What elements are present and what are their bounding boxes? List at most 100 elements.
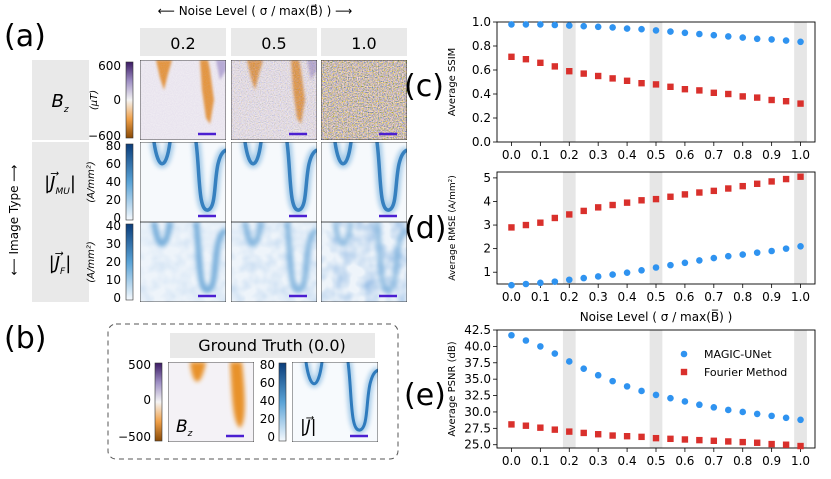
data-point-magic-unet <box>724 252 732 260</box>
data-point-fourier-method <box>782 98 790 105</box>
data-point-magic-unet <box>522 337 530 344</box>
y-tick-label: 1.0 <box>472 15 491 29</box>
colorbar-tick: 0 <box>113 291 121 305</box>
data-point-magic-unet <box>681 398 689 405</box>
data-point-fourier-method <box>508 224 515 231</box>
colorbar-unit: (A/mm²) <box>86 161 97 203</box>
current-path-core <box>243 142 317 212</box>
data-point-magic-unet <box>594 371 602 379</box>
data-point-magic-unet <box>667 394 674 402</box>
data-point-fourier-method <box>768 178 775 185</box>
colorbar-tick: 20 <box>106 255 121 269</box>
image-type-row-headers: Bz|J⃗MU||J⃗F| <box>32 60 89 302</box>
ground-truth-title-box <box>170 333 375 358</box>
data-point-fourier-method <box>623 199 631 206</box>
x-tick-label: 0.1 <box>531 290 550 304</box>
y-axis-label: Average SSIM <box>447 48 458 117</box>
x-tick-label: 0.7 <box>704 454 723 468</box>
image-tile <box>321 222 407 302</box>
gt-j-colorbar-tick: 80 <box>260 358 275 372</box>
data-point-fourier-method <box>594 431 602 438</box>
colorbar-tick: 10 <box>106 273 121 287</box>
data-point-fourier-method <box>551 426 559 433</box>
data-point-magic-unet <box>638 267 645 274</box>
noise-column-header-box <box>321 28 407 56</box>
colorbar-tick: 80 <box>106 139 121 153</box>
x-tick-label: 0.6 <box>675 454 694 468</box>
image-tile <box>231 222 317 302</box>
data-point-magic-unet <box>580 365 588 372</box>
noise-column-label-1.0: 1.0 <box>351 34 376 53</box>
row-header-label: |J⃗F| <box>49 252 72 277</box>
data-point-fourier-method <box>537 59 544 66</box>
colorbar-tick: 0 <box>113 93 121 107</box>
y-tick-label: 0.2 <box>472 111 491 125</box>
data-point-fourier-method <box>797 100 804 107</box>
x-tick-label: 0.2 <box>560 290 579 304</box>
legend-label: MAGIC-UNet <box>704 348 772 361</box>
x-tick-label: 0.3 <box>589 290 608 304</box>
data-point-fourier-method <box>696 87 703 94</box>
x-tick-label: 0.8 <box>733 290 752 304</box>
data-point-fourier-method <box>580 429 587 437</box>
data-point-fourier-method <box>522 56 530 63</box>
noise-column-headers: 0.2 0.5 1.0 <box>140 28 407 56</box>
x-tick-label: 0.4 <box>618 454 637 468</box>
row-header-label: Bz <box>51 91 68 115</box>
y-tick-label: 32.5 <box>464 389 491 403</box>
data-point-fourier-method <box>753 180 761 187</box>
data-point-fourier-method <box>508 53 515 60</box>
gt-j-label: |J⃗| <box>300 415 316 437</box>
noise-column-label-0.5: 0.5 <box>261 34 286 53</box>
data-point-magic-unet <box>768 412 775 420</box>
x-tick-label: 0.1 <box>531 454 550 468</box>
data-point-magic-unet <box>565 276 573 284</box>
data-point-magic-unet <box>753 35 761 43</box>
data-point-fourier-method <box>739 438 746 446</box>
data-point-magic-unet <box>797 242 804 250</box>
gt-bz-colorbar <box>154 362 163 442</box>
x-tick-label: 0.3 <box>589 148 608 162</box>
data-point-fourier-method <box>681 191 689 198</box>
data-point-magic-unet <box>667 261 674 269</box>
data-point-magic-unet <box>565 358 573 365</box>
y-tick-label: 4 <box>483 194 491 208</box>
data-point-fourier-method <box>594 72 602 80</box>
x-tick-label: 0.8 <box>733 454 752 468</box>
data-point-magic-unet <box>768 247 775 255</box>
colorbar-tick: 40 <box>106 175 121 189</box>
data-point-fourier-method <box>768 96 775 104</box>
shaded-band <box>562 330 576 448</box>
row-header-box <box>32 142 89 222</box>
current-path-blur <box>151 222 226 293</box>
gt-j-colorbar <box>278 362 287 442</box>
data-point-magic-unet <box>782 414 790 422</box>
data-point-fourier-method <box>594 204 602 211</box>
gt-j-colorbar-tick: 0 <box>267 430 275 444</box>
data-point-magic-unet <box>580 22 588 30</box>
y-axis-label: Average RMSE (A/mm²) <box>448 175 458 280</box>
data-point-fourier-method <box>797 442 804 450</box>
current-path-core <box>304 362 378 432</box>
x-tick-label: 0.0 <box>502 148 521 162</box>
data-point-magic-unet <box>710 404 718 411</box>
data-point-magic-unet <box>508 331 515 339</box>
data-point-fourier-method <box>725 185 732 192</box>
data-point-fourier-method <box>652 195 660 203</box>
data-point-magic-unet <box>537 279 544 287</box>
y-tick-label: 1 <box>483 265 491 279</box>
noise-column-label-0.2: 0.2 <box>170 34 195 53</box>
y-tick-label: 0.0 <box>472 135 491 149</box>
colorbar <box>125 61 134 139</box>
data-point-magic-unet <box>696 30 703 38</box>
image-tile <box>231 142 317 222</box>
gt-bz-label: Bz <box>176 417 193 439</box>
legend-marker <box>680 368 688 376</box>
data-point-fourier-method <box>739 93 746 100</box>
row-header-box <box>32 222 89 302</box>
data-point-fourier-method <box>710 187 718 195</box>
data-point-magic-unet <box>681 29 689 37</box>
noise-column-header-box <box>140 28 226 56</box>
noise-image-grid <box>140 60 407 302</box>
y-tick-label: 5 <box>483 171 491 185</box>
